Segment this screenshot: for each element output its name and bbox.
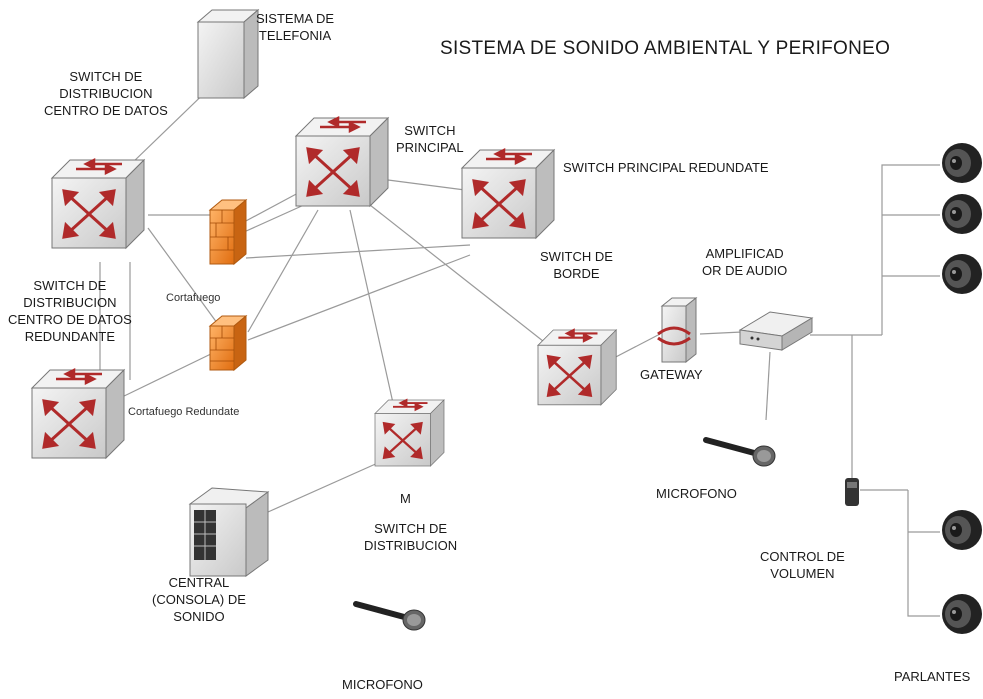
label-switch-distribucion-cd-redundante: SWITCH DE DISTRIBUCION CENTRO DE DATOS R…: [8, 278, 132, 344]
gateway-icon: [657, 296, 698, 364]
label-switch-distribucion: SWITCH DE DISTRIBUCION: [364, 521, 458, 553]
speaker-icon: [942, 254, 982, 294]
switch-principal-icon: [294, 116, 390, 208]
label-control-volumen: CONTROL DE VOLUMEN: [760, 549, 845, 581]
sound-console-icon: [188, 487, 270, 577]
switch-distribucion-cd-icon: [50, 158, 146, 250]
label-sistema-telefonia: SISTEMA DE TELEFONIA: [256, 11, 335, 43]
label-parlantes: PARLANTES: [894, 669, 971, 684]
label-amplificador: AMPLIFICAD OR DE AUDIO: [702, 246, 788, 278]
switch-distribucion-icon: [373, 398, 446, 468]
label-switch-principal: SWITCH PRINCIPAL: [396, 123, 464, 155]
label-switch-distribucion-m: M: [400, 491, 411, 506]
firewall-redundant-icon: [208, 314, 248, 372]
switch-distribucion-cd-redundante-icon: [30, 368, 126, 460]
speaker-icon: [942, 194, 982, 234]
firewall-icon: [208, 198, 248, 266]
label-gateway: GATEWAY: [640, 367, 703, 382]
label-microfono-bottom: MICROFONO: [342, 677, 423, 692]
switch-borde-icon: [536, 328, 618, 407]
telephony-system-icon: [196, 8, 260, 100]
label-switch-distribucion-cd: SWITCH DE DISTRIBUCION CENTRO DE DATOS: [44, 69, 168, 118]
label-microfono-right: MICROFONO: [656, 486, 737, 501]
label-cortafuego: Cortafuego: [166, 292, 221, 304]
speaker-icon: [942, 143, 982, 183]
label-switch-borde: SWITCH DE BORDE: [540, 249, 613, 281]
connection-lines: [99, 79, 940, 617]
diagram-title: SISTEMA DE SONIDO AMBIENTAL Y PERIFONEO: [440, 38, 891, 59]
label-switch-principal-redundante: SWITCH PRINCIPAL REDUNDATE: [563, 160, 769, 175]
label-central-consola: CENTRAL (CONSOLA) DE SONIDO: [152, 575, 246, 624]
microphone-bottom-icon: [356, 604, 425, 630]
volume-control-icon: [845, 478, 859, 506]
amplifier-icon: [738, 311, 814, 351]
speaker-icon: [942, 510, 982, 550]
switch-principal-redundante-icon: [460, 148, 556, 240]
microphone-right-icon: [706, 440, 775, 466]
label-cortafuego-redundante: Cortafuego Redundate: [128, 406, 240, 418]
speaker-icon: [942, 594, 982, 634]
